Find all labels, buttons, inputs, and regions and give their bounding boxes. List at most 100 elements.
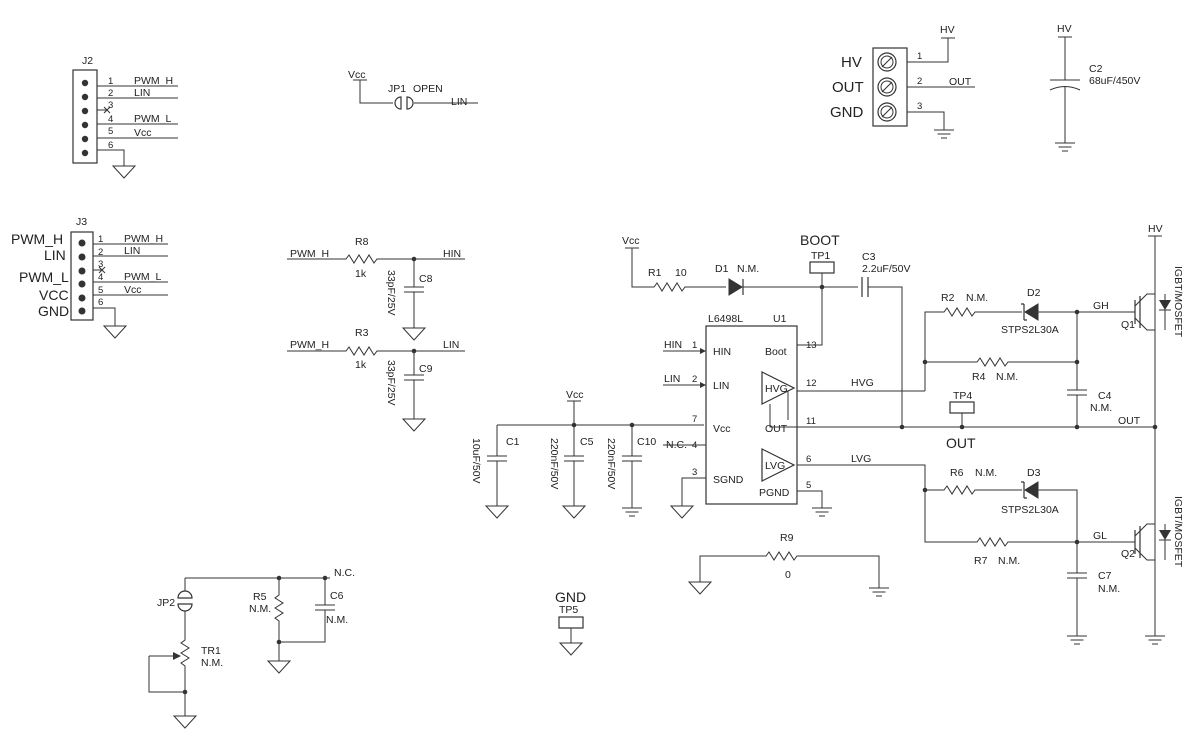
- svg-text:13: 13: [806, 340, 817, 351]
- d1-ref: D1: [715, 263, 729, 275]
- r8-value: 1k: [355, 268, 367, 280]
- c9-value: 33pF/25V: [385, 360, 397, 406]
- u1-pin-vcc: Vcc: [713, 423, 731, 435]
- terminal-label-out: OUT: [832, 79, 864, 96]
- u1-pin-boot: Boot: [765, 346, 787, 358]
- tp5-ref: TP5: [559, 604, 578, 616]
- tp5-title: GND: [555, 589, 586, 605]
- c2-ref: C2: [1089, 63, 1103, 75]
- terminal-net-hv: HV: [940, 24, 955, 36]
- tp1-pad: [809, 261, 835, 274]
- d3-value: STPS2L30A: [1001, 504, 1059, 516]
- boot-vcc-label: Vcc: [622, 235, 640, 247]
- terminal-label-gnd: GND: [830, 104, 864, 121]
- svg-text:3: 3: [98, 259, 103, 270]
- r3-value: 1k: [355, 359, 367, 371]
- u1-part: L6498L: [708, 313, 743, 325]
- c1-value: 10uF/50V: [470, 438, 482, 484]
- vcc-decoupling: Vcc C1 10uF/50V C5 220nF/50V C10 220nF/5…: [470, 389, 704, 519]
- d2-value: STPS2L30A: [1001, 324, 1059, 336]
- tp1-ref: TP1: [811, 250, 830, 262]
- j3-ref: J3: [76, 216, 87, 228]
- j3-body: [70, 231, 94, 321]
- q1-ref: Q1: [1121, 319, 1135, 331]
- r2-ref: R2: [941, 292, 955, 304]
- c9-ref: C9: [419, 363, 433, 375]
- u1-pin-pgnd: PGND: [759, 487, 790, 499]
- r5-value: N.M.: [249, 603, 271, 615]
- svg-text:7: 7: [692, 414, 697, 425]
- terminal-label-hv: HV: [841, 54, 862, 71]
- input-filter-lin: PWM_H R3 1k LIN C9 33pF/25V: [287, 327, 465, 432]
- q2-type: IGBT/MOSFET: [1172, 496, 1184, 568]
- svg-text:2: 2: [917, 76, 922, 87]
- c1-ref: C1: [506, 436, 520, 448]
- output-node: TP4 OUT OUT: [899, 390, 1158, 451]
- net-out-label: OUT: [1118, 415, 1141, 427]
- u1-pin-hin: HIN: [713, 346, 731, 358]
- net-gh-label: GH: [1093, 300, 1109, 312]
- svg-text:6: 6: [108, 140, 113, 151]
- j2-net-pwm-l: PWM_L: [134, 113, 172, 125]
- c2-value: 68uF/450V: [1089, 75, 1140, 87]
- d2-ref: D2: [1027, 287, 1041, 299]
- svg-text:1: 1: [108, 76, 113, 87]
- r3-net-lin: LIN: [443, 339, 459, 351]
- q1-type: IGBT/MOSFET: [1172, 266, 1184, 338]
- r7-value: N.M.: [998, 555, 1020, 567]
- svg-text:2: 2: [692, 374, 697, 385]
- j3-label-gnd: GND: [38, 303, 69, 319]
- tp5-pad: [558, 616, 584, 629]
- tp1-title: BOOT: [800, 232, 840, 248]
- svg-text:2: 2: [98, 247, 103, 258]
- r4-value: N.M.: [996, 371, 1018, 383]
- r8-net-hin: HIN: [443, 248, 461, 260]
- r1-ref: R1: [648, 267, 662, 279]
- tr1-value: N.M.: [201, 657, 223, 669]
- r9-ref: R9: [780, 532, 794, 544]
- tp4-pad: [949, 401, 975, 414]
- u1-body: [705, 325, 798, 505]
- svg-text:6: 6: [98, 297, 103, 308]
- u1-ref: U1: [773, 313, 787, 325]
- c10-ref: C10: [637, 436, 656, 448]
- jp1-net-lin: LIN: [451, 96, 467, 108]
- c5-ref: C5: [580, 436, 594, 448]
- connector-j2: J2 1 2 3 4 5 6 PWM_H LIN PWM_L Vcc: [72, 55, 178, 179]
- c10-value: 220nF/50V: [605, 438, 617, 489]
- c8-ref: C8: [419, 273, 433, 285]
- svg-text:3: 3: [917, 101, 922, 112]
- terminal-screw-3: [877, 102, 897, 122]
- c5-value: 220nF/50V: [548, 438, 560, 489]
- trim-nc-label: N.C.: [334, 567, 355, 579]
- j2-ref: J2: [82, 55, 93, 67]
- r3-ref: R3: [355, 327, 369, 339]
- driver-ic-u1: L6498L U1 HIN LIN N.C. 1 2 7 4 3 HIN LIN…: [663, 313, 1155, 519]
- capacitor-c2: HV C2 68uF/450V: [1049, 23, 1140, 152]
- terminal-screw-2: [877, 77, 897, 97]
- c4-value: N.M.: [1090, 402, 1112, 414]
- c8-value: 33pF/25V: [385, 270, 397, 316]
- tr1-ref: TR1: [201, 645, 221, 657]
- svg-text:Vcc: Vcc: [124, 284, 142, 296]
- u1-ext-lin: LIN: [664, 373, 680, 385]
- trim-network: N.C. JP2 TR1 N.M. R5 N.M. C6 N.M.: [148, 567, 355, 729]
- net-lvg-label: LVG: [851, 453, 871, 465]
- connector-j3: J3 PWM_H LIN PWM_L VCC GND 1 2 3 4 5 6 P…: [11, 216, 168, 339]
- svg-text:PWM_L: PWM_L: [124, 271, 162, 283]
- j2-net-pwm-h: PWM_H: [134, 75, 173, 87]
- u1-ext-hin: HIN: [664, 339, 682, 351]
- u1-nc-label: N.C.: [666, 439, 687, 451]
- r6-value: N.M.: [975, 467, 997, 479]
- svg-text:5: 5: [108, 126, 113, 137]
- net-gl-label: GL: [1093, 530, 1107, 542]
- svg-text:1: 1: [917, 51, 922, 62]
- low-side-gate-network: R6 N.M. D3 STPS2L30A R7 N.M. GL C7 N.M.: [922, 467, 1135, 645]
- svg-text:4: 4: [692, 440, 697, 451]
- r6-ref: R6: [950, 467, 964, 479]
- c4-ref: C4: [1098, 390, 1112, 402]
- r3-net-in: PWM_H: [290, 339, 329, 351]
- svg-text:4: 4: [98, 272, 103, 283]
- c7-value: N.M.: [1098, 583, 1120, 595]
- j3-label-lin: LIN: [44, 247, 66, 263]
